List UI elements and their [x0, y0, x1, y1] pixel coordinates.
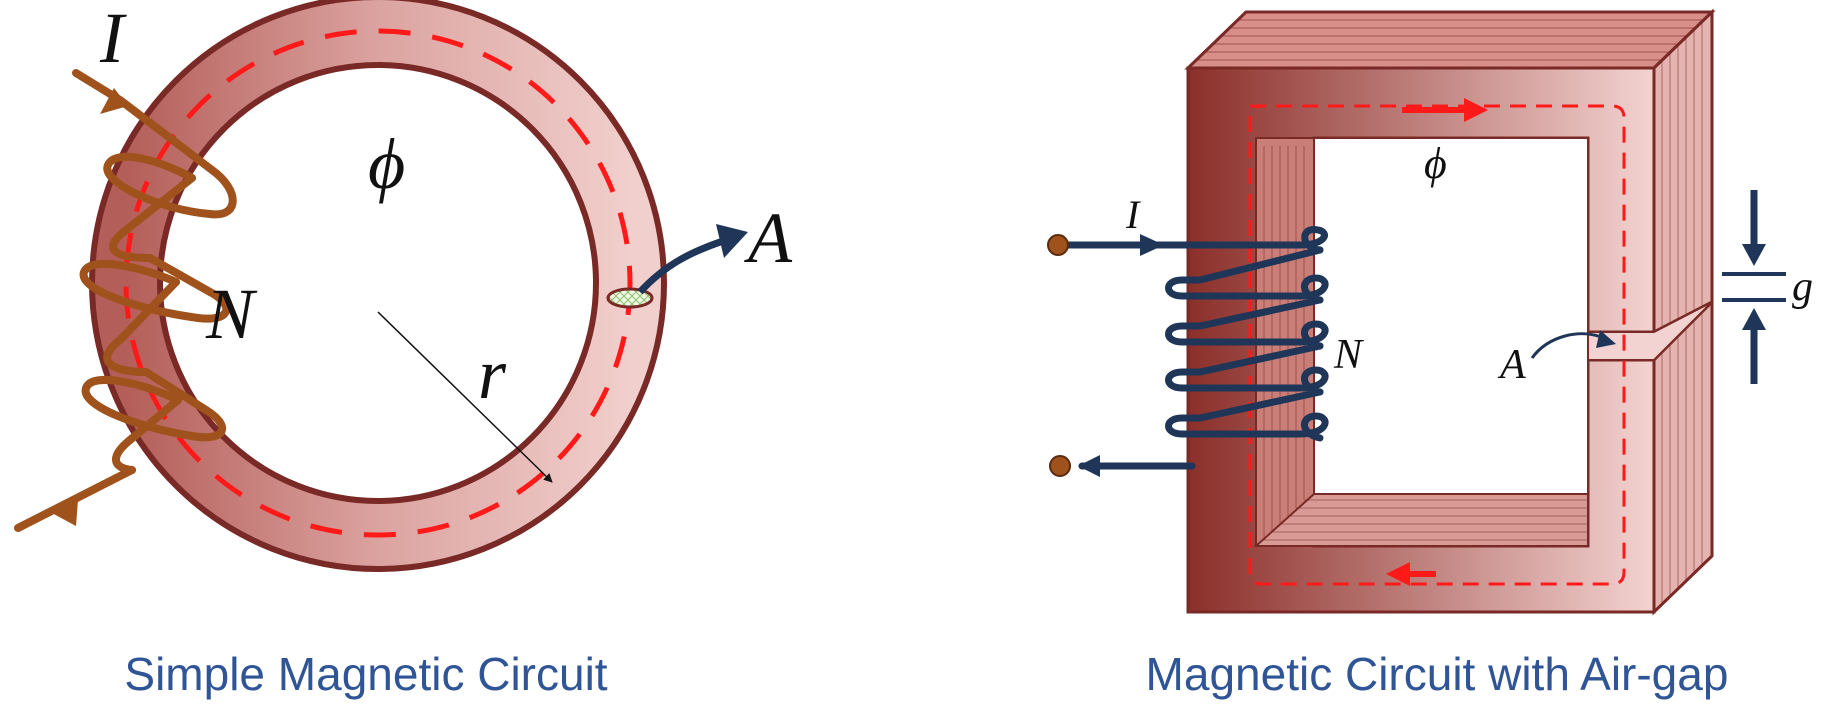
current-label: I: [99, 0, 127, 78]
core-right-face-upper: [1652, 8, 1714, 335]
core-flux-path: [1248, 104, 1626, 586]
area-pointer-arrowhead: [716, 224, 748, 258]
toroid-flux-path: [123, 28, 633, 538]
current-out-arrowhead: [50, 500, 78, 526]
radius-line: [377, 311, 553, 483]
turns-label-right: N: [1333, 332, 1364, 378]
core-coil: [1060, 226, 1329, 470]
gap-dimension: [1722, 190, 1786, 384]
toroid-core-inner-edge: [157, 62, 599, 504]
gap-area-pointer: [1530, 332, 1605, 359]
cross-section-area: [606, 287, 654, 309]
core-top-laminations: [1196, 19, 1702, 61]
current-out-arrowhead-right: [1078, 455, 1100, 477]
window-bottom-floor: [1253, 493, 1589, 547]
current-in-arrowhead: [100, 88, 128, 114]
air-gap-face: [1587, 301, 1713, 361]
right-caption: Magnetic Circuit with Air-gap: [1146, 648, 1729, 700]
gapped-core-figure: I ϕ N A g Magnetic Circuit with Air-gap: [1047, 8, 1813, 700]
toroid-figure: I ϕ N A r Simple Magnetic Circuit: [14, 0, 793, 700]
area-label-right: A: [1497, 342, 1526, 388]
flux-arrow-bottom-head: [1386, 562, 1410, 586]
terminal-top: [1047, 234, 1069, 256]
gap-area-pointer-head: [1596, 330, 1616, 348]
area-label: A: [744, 198, 793, 278]
radius-label: r: [478, 334, 507, 414]
gap-label: g: [1792, 264, 1813, 310]
terminal-bottom: [1049, 455, 1071, 477]
flux-arrow-top-head: [1464, 98, 1488, 122]
core-right-laminations: [1661, 20, 1703, 604]
area-pointer-arrow: [637, 236, 728, 295]
window-opening: [1313, 137, 1589, 495]
current-label-right: I: [1125, 192, 1141, 237]
left-caption: Simple Magnetic Circuit: [124, 648, 607, 700]
flux-label: ϕ: [368, 124, 405, 204]
toroid-coil: [14, 69, 237, 532]
turns-label: N: [205, 274, 258, 354]
flux-label-right: ϕ: [1424, 139, 1447, 188]
current-in-arrowhead-right: [1140, 234, 1164, 256]
